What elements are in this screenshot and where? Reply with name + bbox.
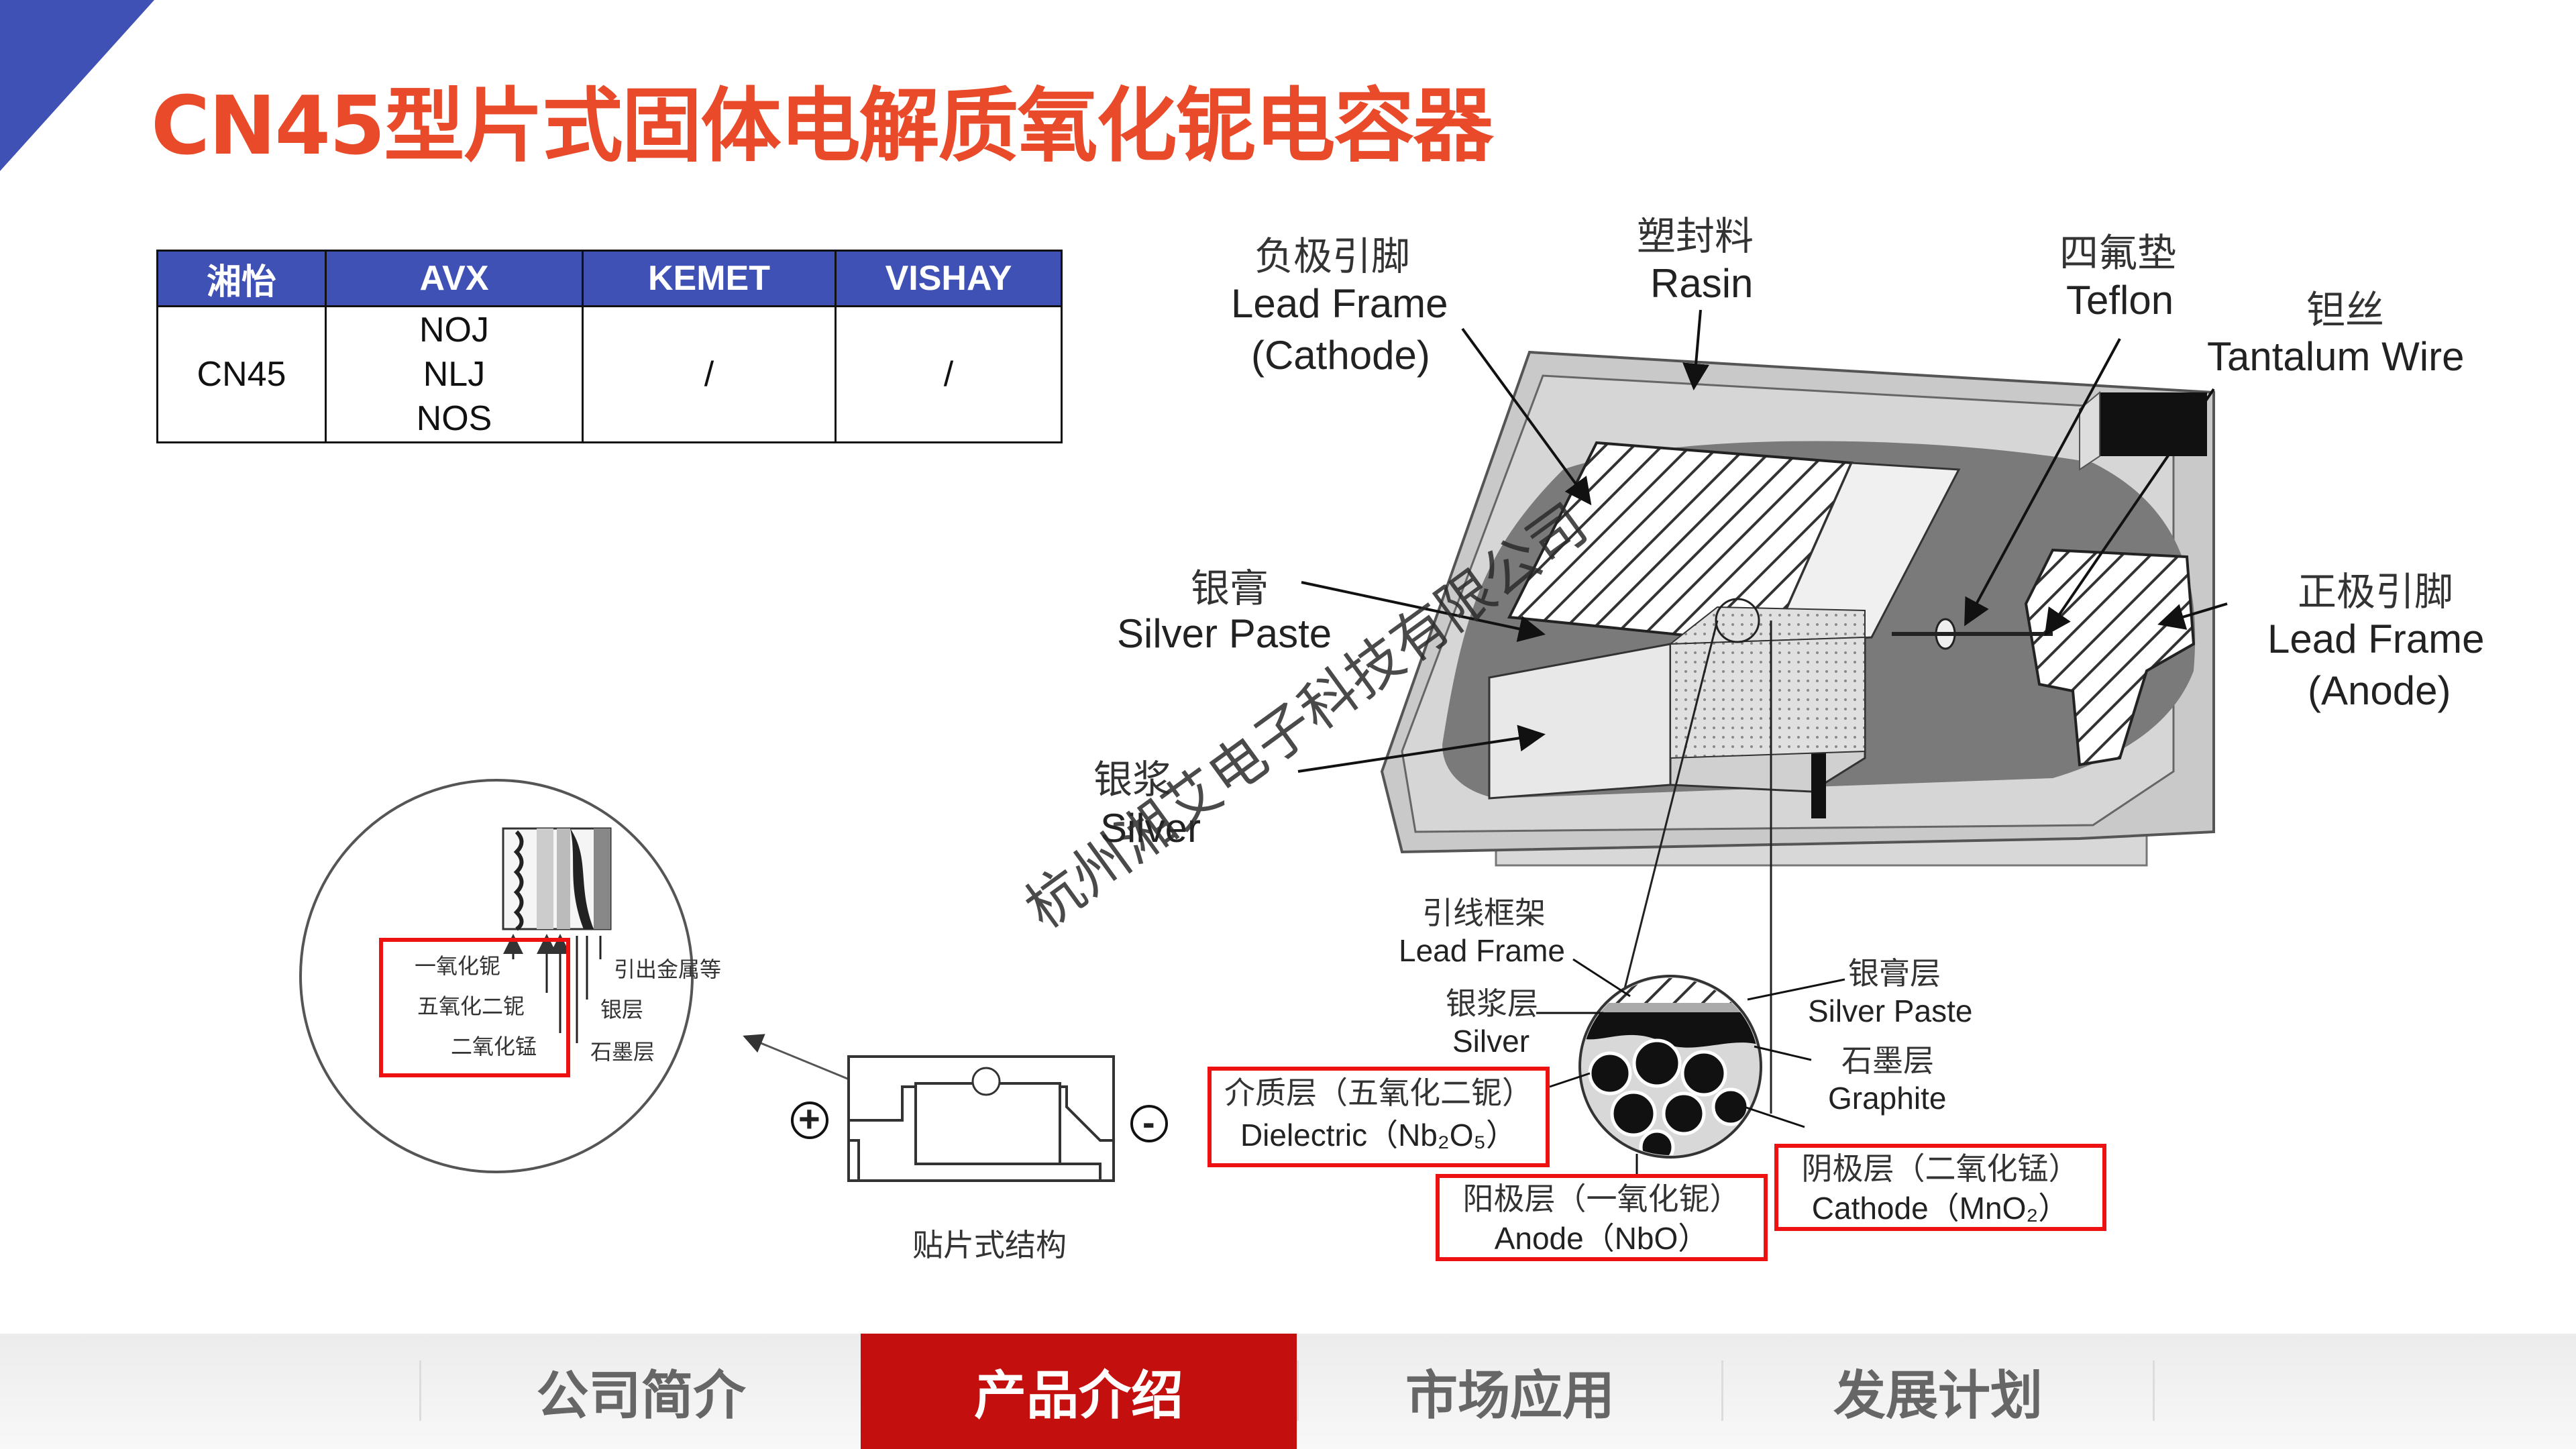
label-rasin-zh: 塑封料 bbox=[1637, 213, 1754, 259]
label-teflon-en: Teflon bbox=[2066, 278, 2174, 323]
detail-dielectric-zh: 介质层（五氧化二铌） bbox=[1224, 1075, 1533, 1111]
plus-terminal-icon bbox=[791, 1102, 828, 1139]
smd-label-metal: 引出金属等 bbox=[614, 957, 722, 982]
nav-market-application[interactable]: 市场应用 bbox=[1405, 1366, 1615, 1426]
spec-table: 湘怡 AVX KEMET VISHAY CN45 NOJ NLJ NOS / / bbox=[156, 250, 1063, 443]
smd-chip bbox=[847, 1055, 1115, 1182]
detail-dielectric-en: Dielectric（Nb₂O₅） bbox=[1240, 1118, 1517, 1152]
header-xiangyi: 湘怡 bbox=[156, 250, 327, 307]
smd-caption: 贴片式结构 bbox=[912, 1227, 1067, 1263]
plus-sign: + bbox=[798, 1097, 820, 1140]
smd-label-silver: 银层 bbox=[600, 997, 644, 1022]
header-vishay: VISHAY bbox=[835, 250, 1063, 307]
label-rasin-en: Rasin bbox=[1650, 261, 1754, 306]
corner-decoration bbox=[0, 0, 154, 171]
magnified-cross-section bbox=[1578, 975, 1762, 1159]
label-cathode-en1: Lead Frame bbox=[1231, 281, 1448, 326]
table-header-row: 湘怡 AVX KEMET VISHAY bbox=[156, 250, 1063, 307]
dielectric-highlight: 介质层（五氧化二铌） Dielectric（Nb₂O₅） bbox=[1208, 1067, 1550, 1167]
bottom-nav: 公司简介 产品介绍 市场应用 发展计划 bbox=[0, 1334, 2576, 1449]
nav-separator bbox=[1297, 1360, 1299, 1421]
anode-highlight: 阳极层（一氧化铌） Anode（NbO） bbox=[1436, 1174, 1768, 1261]
nav-development-plan[interactable]: 发展计划 bbox=[1833, 1366, 2043, 1426]
section-circle bbox=[1715, 598, 1760, 643]
label-anode-en1: Lead Frame bbox=[2267, 616, 2485, 661]
detail-graphite-en: Graphite bbox=[1828, 1081, 1947, 1116]
smd-layer-mno2: 二氧化锰 bbox=[451, 1034, 537, 1059]
layer-inset bbox=[502, 827, 612, 931]
cell-vishay: / bbox=[835, 305, 1063, 443]
minus-sign: - bbox=[1142, 1101, 1155, 1143]
label-wire-en: Tantalum Wire bbox=[2207, 334, 2465, 379]
cell-avx: NOJ NLJ NOS bbox=[325, 305, 584, 443]
header-kemet: KEMET bbox=[582, 250, 837, 307]
label-anode-zh: 正极引脚 bbox=[2298, 569, 2454, 614]
nav-company-intro[interactable]: 公司简介 bbox=[536, 1366, 746, 1426]
cell-kemet: / bbox=[582, 305, 837, 443]
avx-model: NOS bbox=[416, 399, 492, 438]
end-cap-side bbox=[2079, 390, 2100, 471]
avx-model: NOJ bbox=[419, 311, 489, 350]
detail-silver-zh: 银浆层 bbox=[1446, 985, 1538, 1022]
nav-separator bbox=[419, 1360, 421, 1421]
avx-model: NLJ bbox=[423, 355, 486, 394]
cell-xiangyi: CN45 bbox=[156, 305, 327, 443]
detail-leadframe-zh: 引线框架 bbox=[1422, 895, 1546, 931]
detail-silver-en: Silver bbox=[1452, 1024, 1530, 1059]
dotted-section-front bbox=[1670, 636, 1866, 759]
label-silverpaste-en: Silver Paste bbox=[1117, 611, 1332, 656]
detail-silverpaste-zh: 银膏层 bbox=[1848, 955, 1941, 991]
label-wire-zh: 钽丝 bbox=[2306, 287, 2385, 333]
label-silver-en: Silver bbox=[1100, 806, 1201, 851]
label-silver-zh: 银浆 bbox=[1093, 757, 1172, 802]
smd-label-graphite: 石墨层 bbox=[590, 1039, 655, 1065]
smd-layer-nb2o5: 五氧化二铌 bbox=[417, 994, 525, 1019]
detail-cathode-en: Cathode（MnO₂） bbox=[1811, 1191, 2070, 1226]
nav-separator bbox=[1721, 1360, 1723, 1421]
label-silverpaste-zh: 银膏 bbox=[1191, 566, 1269, 611]
detail-cathode-zh: 阴极层（二氧化锰） bbox=[1801, 1150, 2080, 1187]
detail-silverpaste-en: Silver Paste bbox=[1808, 994, 1973, 1028]
smd-layer-highlight bbox=[379, 938, 570, 1077]
detail-anode-zh: 阳极层（一氧化铌） bbox=[1462, 1181, 1741, 1217]
detail-leadframe-en: Lead Frame bbox=[1399, 933, 1566, 968]
header-avx: AVX bbox=[325, 250, 584, 307]
nav-separator bbox=[2153, 1360, 2155, 1421]
smd-layer-nbo: 一氧化铌 bbox=[415, 953, 501, 979]
label-teflon-zh: 四氟垫 bbox=[2059, 230, 2177, 276]
nav-product-intro[interactable]: 产品介绍 bbox=[861, 1334, 1297, 1449]
detail-anode-en: Anode（NbO） bbox=[1494, 1221, 1709, 1256]
label-anode-en2: (Anode) bbox=[2308, 668, 2451, 713]
table-row: CN45 NOJ NLJ NOS / / bbox=[156, 305, 1063, 443]
label-cathode-zh: 负极引脚 bbox=[1254, 233, 1411, 279]
detail-graphite-zh: 石墨层 bbox=[1841, 1042, 1934, 1079]
label-cathode-en2: (Cathode) bbox=[1251, 333, 1430, 378]
minus-terminal-icon bbox=[1130, 1105, 1168, 1142]
cathode-highlight: 阴极层（二氧化锰） Cathode（MnO₂） bbox=[1774, 1144, 2106, 1231]
page-title: CN45型片式固体电解质氧化铌电容器 bbox=[151, 80, 1493, 173]
